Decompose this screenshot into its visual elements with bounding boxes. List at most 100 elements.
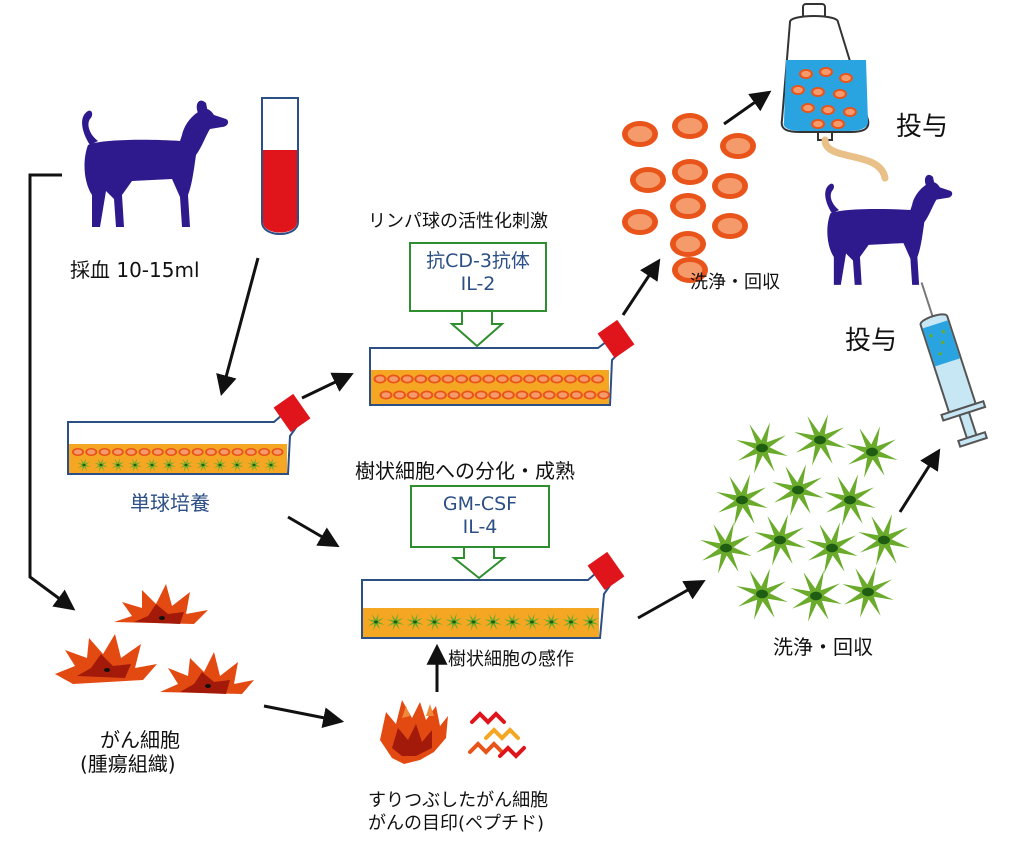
monocyte-cell xyxy=(271,448,284,456)
monocyte-green-cell xyxy=(128,458,142,472)
dendritic-cell xyxy=(846,426,898,478)
syringe-icon xyxy=(919,282,989,448)
monocyte-cell xyxy=(111,448,124,456)
activated-lymphocyte xyxy=(622,121,658,147)
wash-collect-top-label: 洗浄・回収 xyxy=(690,272,780,293)
activated-lymphocyte xyxy=(630,167,666,193)
arrow-tube-to-flask xyxy=(216,257,260,397)
flask-dendritic-cell xyxy=(445,613,463,631)
crushed-cells-label: すりつぶしたがん細胞 xyxy=(368,790,549,811)
lymph-cell xyxy=(468,374,482,384)
dog-recipient-icon xyxy=(825,174,953,285)
dc-cytokine-line2: IL-4 xyxy=(462,516,498,538)
iv-lymphocyte xyxy=(811,87,825,97)
administer-drip-label: 投与 xyxy=(896,112,949,142)
monocyte-green-cell xyxy=(162,458,176,472)
monocyte-green-cell xyxy=(77,458,91,472)
activated-lymphocyte xyxy=(672,257,708,283)
lymph-cell xyxy=(569,390,583,400)
lymph-cell xyxy=(400,374,414,384)
lymph-cell xyxy=(379,390,393,400)
flask-dendritic-cell xyxy=(581,613,600,631)
flask-dendritic-cell xyxy=(503,613,522,631)
monocyte-cell xyxy=(98,448,111,456)
iv-lymphocyte xyxy=(819,67,833,77)
lymph-stimulant-line1: 抗CD-3抗体 xyxy=(426,250,530,272)
iv-lymphocyte xyxy=(843,107,857,117)
lymph-stimulant-box: 抗CD-3抗体 IL-2 xyxy=(409,242,547,312)
iv-lymphocyte xyxy=(839,73,853,83)
monocyte-cell xyxy=(258,448,271,456)
dendritic-cell xyxy=(842,566,894,618)
monocyte-cell xyxy=(178,448,191,456)
flask-dendritic-cells xyxy=(367,613,600,631)
left-connector xyxy=(28,173,76,611)
dog-icon xyxy=(82,100,229,227)
lymph-stimulant-line2: IL-2 xyxy=(460,273,496,295)
iv-lymphocyte xyxy=(801,103,815,113)
activated-lymphocyte-cluster xyxy=(622,113,756,283)
arrow-flask-to-dc-cluster xyxy=(637,579,706,620)
lymph-cell xyxy=(427,374,441,384)
cancer-marker-label: がんの目印(ペプチド) xyxy=(368,813,545,834)
iv-lymphocyte xyxy=(791,85,805,95)
lymph-cell xyxy=(597,390,611,400)
monocyte-cell xyxy=(151,448,164,456)
monocyte-cell xyxy=(231,448,244,456)
lymph-cell xyxy=(441,374,455,384)
arrow-to-dc-flask xyxy=(287,515,340,548)
administer-injection-label: 投与 xyxy=(845,326,898,356)
iv-lymphocyte xyxy=(811,119,825,129)
flask-dendritic-cell xyxy=(386,613,405,631)
iv-lymphocyte xyxy=(821,105,835,115)
blood-sampling-label: 採血 10-15ml xyxy=(70,258,200,282)
cancer-cells-label: がん細胞 xyxy=(100,728,180,752)
monocyte-cell xyxy=(244,448,257,456)
lymph-cell xyxy=(373,374,387,384)
dendritic-cell-flask xyxy=(361,551,625,639)
lymph-cell xyxy=(556,390,570,400)
lymph-cell xyxy=(414,374,428,384)
dendritic-cell-cluster xyxy=(700,414,910,622)
arrow-cells-to-iv xyxy=(723,90,772,126)
monocyte-green-cell xyxy=(94,458,108,472)
lymph-cell xyxy=(420,390,434,400)
lymphocyte-cells xyxy=(373,374,611,400)
flask-dendritic-cell xyxy=(484,613,502,631)
lymph-cell xyxy=(474,390,488,400)
arrow-lymph-to-cells xyxy=(621,258,661,316)
lymph-cell xyxy=(461,390,475,400)
lymph-cell xyxy=(433,390,447,400)
lymph-cell xyxy=(563,374,577,384)
monocyte-green-cell xyxy=(196,458,210,472)
peptide-marker-icon xyxy=(468,711,526,759)
lymph-cell xyxy=(542,390,556,400)
monocyte-cell xyxy=(205,448,217,456)
lymph-cell xyxy=(501,390,515,400)
monocyte-cell xyxy=(165,448,178,456)
activated-lymphocyte xyxy=(672,159,708,185)
dc-induction-label: 樹状細胞の感作 xyxy=(448,649,574,670)
monocyte-cell xyxy=(138,448,151,456)
activated-lymphocyte xyxy=(712,173,748,199)
lymph-cell xyxy=(393,390,407,400)
dc-cytokine-line1: GM-CSF xyxy=(442,493,518,515)
monocyte-cell xyxy=(191,448,204,456)
lymph-cell xyxy=(455,374,469,384)
activated-lymphocyte xyxy=(670,231,706,257)
lymph-cell xyxy=(488,390,502,400)
flask-dendritic-cell xyxy=(523,613,541,631)
monocyte-culture-flask xyxy=(67,393,311,475)
lymph-cell xyxy=(583,390,597,400)
dendritic-cell xyxy=(824,474,876,526)
flask-dendritic-cell xyxy=(425,613,444,631)
iv-bag-icon xyxy=(780,3,889,182)
activated-lymphocyte xyxy=(622,209,658,235)
lymph-cell xyxy=(509,374,523,384)
monocyte-cell xyxy=(125,448,138,456)
lymphocyte-activation-label: リンパ球の活性化刺激 xyxy=(368,211,548,232)
monocyte-green-cell xyxy=(230,458,244,472)
lymph-cell xyxy=(515,390,529,400)
monocyte-green-cell xyxy=(111,458,125,472)
